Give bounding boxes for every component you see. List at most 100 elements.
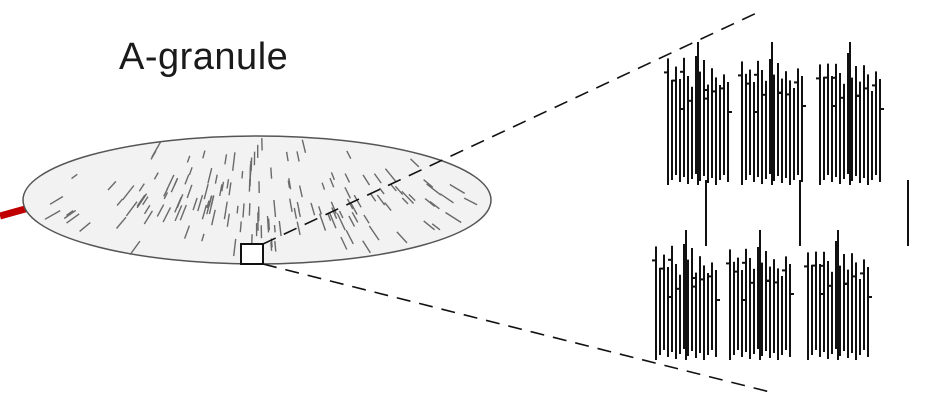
amylopectin-cluster bbox=[804, 230, 872, 360]
lamella-mark bbox=[270, 242, 273, 251]
lamella-mark bbox=[186, 184, 193, 199]
lamella-mark bbox=[143, 210, 153, 225]
lamella-mark bbox=[232, 152, 236, 171]
lamella-mark bbox=[401, 197, 409, 205]
lamella-mark bbox=[293, 207, 298, 219]
lamella-mark bbox=[223, 201, 228, 220]
lamella-mark bbox=[166, 174, 175, 190]
lamella-mark bbox=[330, 172, 336, 181]
lamella-mark bbox=[296, 221, 301, 236]
lamella-mark bbox=[368, 225, 380, 241]
lamella-mark bbox=[242, 203, 245, 218]
lamella-mark bbox=[423, 179, 434, 188]
lamella-mark bbox=[107, 180, 117, 191]
lamella-mark bbox=[224, 154, 228, 165]
lamella-mark bbox=[221, 181, 225, 192]
lamella-mark bbox=[373, 173, 382, 184]
lamella-mark bbox=[206, 200, 210, 209]
lamella-mark bbox=[170, 178, 178, 193]
lamella-mark bbox=[390, 183, 397, 192]
lamella-mark bbox=[239, 221, 242, 233]
lamella-mark bbox=[310, 202, 316, 216]
lamella-mark bbox=[351, 211, 359, 223]
lamella-mark bbox=[346, 150, 352, 160]
lamella-mark bbox=[49, 195, 64, 205]
lamella-mark bbox=[122, 185, 135, 201]
lamella-mark bbox=[429, 200, 440, 210]
lamella-mark bbox=[174, 197, 182, 213]
lamella-mark bbox=[174, 205, 183, 222]
amylopectin-cluster bbox=[664, 42, 732, 185]
amylopectin-cluster bbox=[652, 230, 720, 360]
lamella-mark bbox=[463, 197, 478, 206]
lamella-mark bbox=[273, 224, 276, 233]
lamella-mark bbox=[330, 201, 337, 215]
lamella-mark bbox=[201, 204, 208, 220]
lamella-mark bbox=[274, 240, 277, 252]
lamella-mark bbox=[270, 167, 273, 179]
lamella-mark bbox=[401, 190, 415, 204]
zoom-line-lower bbox=[262, 263, 771, 393]
lamella-mark bbox=[186, 155, 191, 163]
lamella-mark bbox=[287, 180, 291, 189]
lamella-mark bbox=[431, 223, 441, 231]
lamella-mark bbox=[426, 183, 442, 196]
lamella-mark bbox=[266, 215, 270, 233]
zoom-line-upper bbox=[262, 9, 764, 245]
lamella-mark bbox=[344, 186, 352, 199]
lamella-mark bbox=[278, 220, 282, 237]
lamella-mark bbox=[298, 209, 301, 218]
lamella-mark bbox=[208, 195, 213, 207]
amylopectin-clusters bbox=[652, 42, 909, 360]
lamella-mark bbox=[288, 178, 292, 190]
lamella-mark bbox=[219, 184, 223, 197]
lamella-mark bbox=[226, 179, 230, 189]
lamella-mark bbox=[321, 182, 326, 190]
lamella-mark bbox=[350, 203, 358, 215]
lamella-mark bbox=[136, 193, 148, 209]
lamella-mark bbox=[71, 173, 78, 180]
lamella-mark bbox=[296, 151, 300, 162]
lamella-mark bbox=[362, 174, 371, 186]
lamella-mark bbox=[379, 187, 385, 195]
lamella-mark bbox=[408, 193, 416, 202]
lamella-mark bbox=[188, 167, 193, 176]
lamella-mark bbox=[318, 206, 323, 215]
lamella-mark bbox=[226, 213, 230, 227]
lamella-mark bbox=[136, 194, 146, 207]
lamella-mark bbox=[384, 168, 397, 183]
lamella-mark bbox=[208, 195, 215, 215]
lamella-mark bbox=[344, 173, 351, 183]
lamella-mark bbox=[445, 211, 462, 224]
lamella-mark bbox=[273, 199, 277, 218]
lamella-mark bbox=[363, 214, 370, 224]
lamella-mark bbox=[348, 215, 356, 227]
lamella-mark bbox=[184, 174, 190, 185]
lamella-mark bbox=[362, 240, 371, 254]
lamella-mark bbox=[396, 231, 408, 244]
lamella-mark bbox=[345, 229, 354, 245]
lamella-mark bbox=[203, 184, 209, 200]
lamella-mark bbox=[207, 167, 213, 184]
lamella-mark bbox=[410, 158, 420, 168]
lamella-mark bbox=[228, 182, 232, 196]
lamella-mark bbox=[163, 188, 169, 197]
lamella-mark bbox=[138, 183, 145, 192]
lamella-mark bbox=[267, 218, 270, 231]
lamella-mark bbox=[202, 150, 206, 159]
lamella-mark bbox=[369, 192, 377, 202]
lamella-mark bbox=[162, 207, 172, 223]
lamella-mark bbox=[340, 236, 348, 250]
lamella-mark bbox=[353, 194, 362, 208]
lamella-mark bbox=[125, 201, 138, 217]
lamella-mark bbox=[298, 185, 303, 198]
lamella-mark bbox=[236, 205, 239, 214]
amylopectin-cluster bbox=[738, 42, 806, 185]
lamella-mark bbox=[179, 204, 187, 221]
lamella-mark bbox=[129, 240, 141, 256]
lamella-mark bbox=[384, 202, 392, 212]
lamella-mark bbox=[142, 196, 149, 206]
lamella-mark bbox=[44, 209, 61, 220]
lamella-mark bbox=[143, 204, 151, 215]
